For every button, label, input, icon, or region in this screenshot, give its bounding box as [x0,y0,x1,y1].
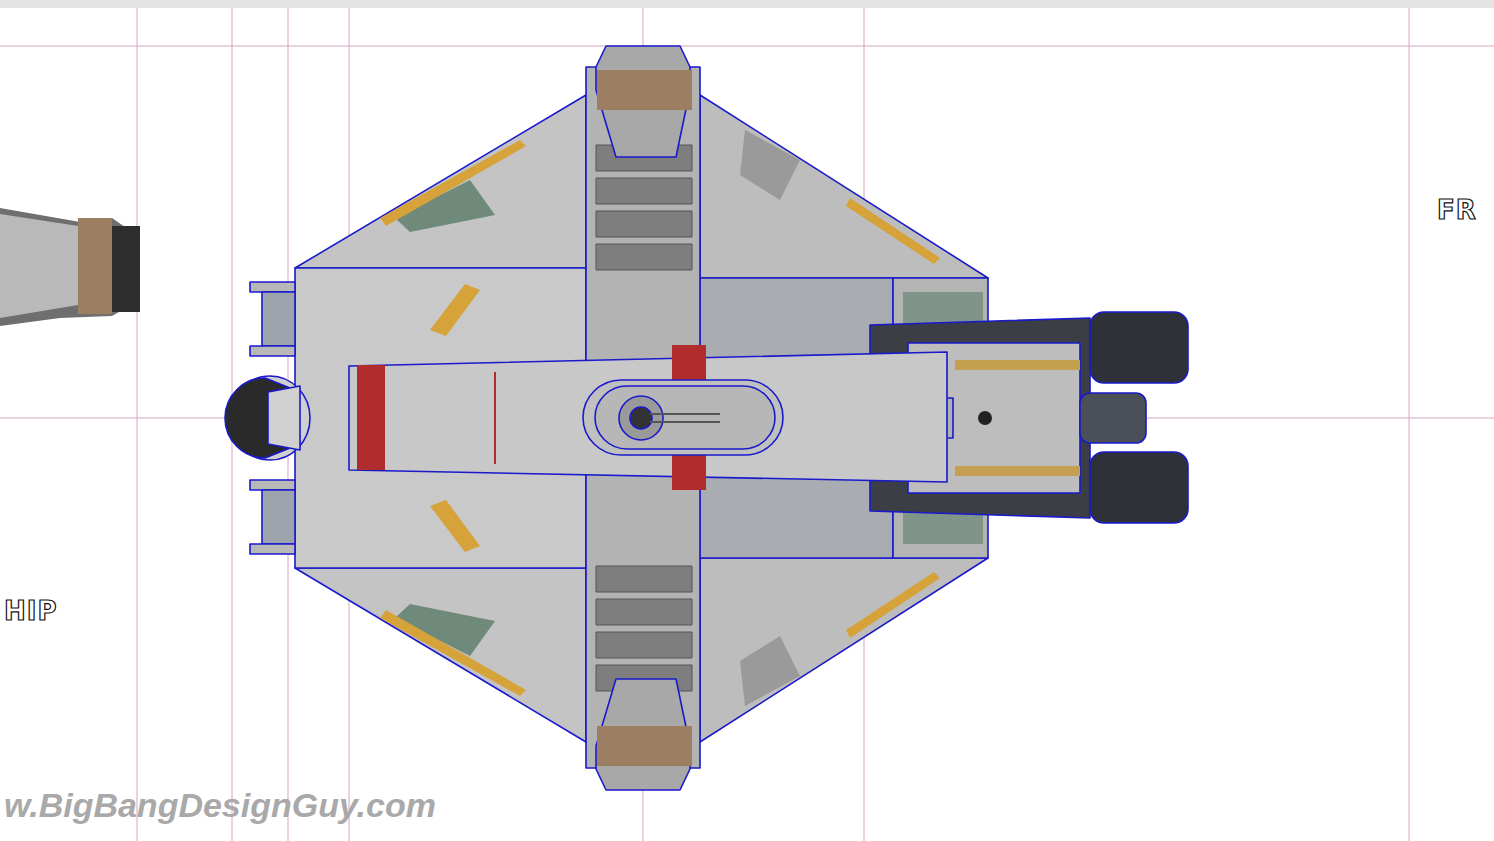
watermark: w.BigBangDesignGuy.com [4,786,436,825]
view-title: FR [1437,195,1477,225]
toolbar-strip [0,0,1494,8]
side-view-fragment [0,208,140,326]
ship-top-view [225,46,1188,790]
view-title: HIP [4,596,58,626]
guide-lines [0,8,1494,841]
